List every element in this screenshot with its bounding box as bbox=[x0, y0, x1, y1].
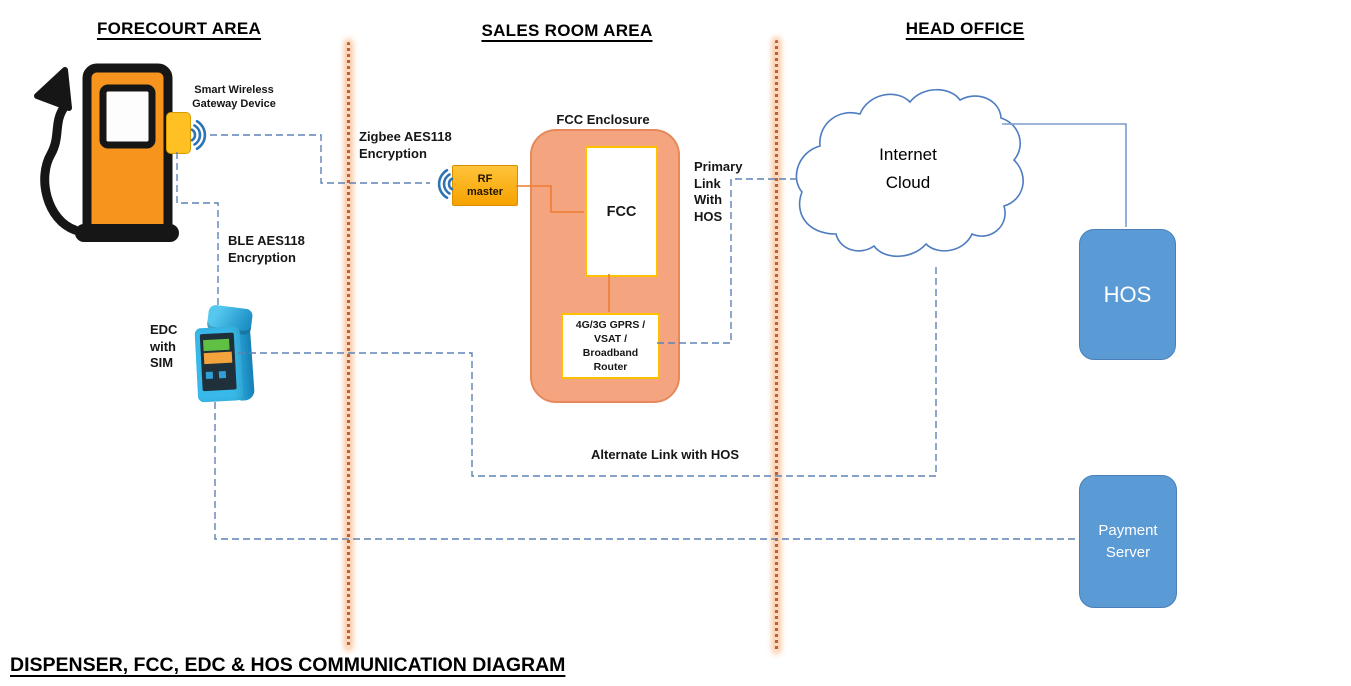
hos-box: HOS bbox=[1079, 229, 1176, 360]
payment-server-box: Payment Server bbox=[1079, 475, 1177, 608]
forecourt-area-title: FORECOURT AREA bbox=[96, 19, 262, 38]
gateway-wireless-signal-icon bbox=[190, 119, 207, 151]
smart-wireless-gateway-device bbox=[166, 112, 191, 154]
internet-cloud-label: Internet Cloud bbox=[879, 145, 937, 192]
gateway-label: Smart Wireless Gateway Device bbox=[192, 84, 276, 110]
primary-link-label: Primary Link With HOS bbox=[694, 159, 743, 224]
router-box: 4G/3G GPRS / VSAT / Broadband Router bbox=[561, 313, 660, 379]
edc-device-body bbox=[194, 326, 244, 403]
edc-device-image bbox=[191, 304, 264, 404]
rf-master-box: RF master bbox=[452, 165, 518, 206]
area-separator-1 bbox=[347, 42, 350, 648]
ble-link-label: BLE AES118 Encryption bbox=[228, 233, 305, 265]
internet-cloud-shape: Internet Cloud bbox=[788, 86, 1028, 274]
area-separator-2 bbox=[775, 40, 778, 651]
payment-link-line bbox=[214, 402, 1078, 540]
edc-label: EDC with SIM bbox=[150, 322, 178, 370]
diagram-title: DISPENSER, FCC, EDC & HOS COMMUNICATION … bbox=[10, 654, 566, 676]
alternate-link-label: Alternate Link with HOS bbox=[591, 447, 740, 462]
edc-device-screen bbox=[199, 332, 237, 392]
fcc-enclosure-label: FCC Enclosure bbox=[556, 112, 650, 127]
zigbee-link-label: Zigbee AES118 Encryption bbox=[359, 129, 452, 161]
fcc-box: FCC bbox=[585, 146, 658, 277]
sales-room-area-title: SALES ROOM AREA bbox=[481, 21, 653, 40]
rf-wireless-signal-icon bbox=[437, 168, 454, 200]
fuel-dispenser-icon bbox=[25, 58, 190, 248]
head-office-area-title: HEAD OFFICE bbox=[905, 19, 1025, 38]
